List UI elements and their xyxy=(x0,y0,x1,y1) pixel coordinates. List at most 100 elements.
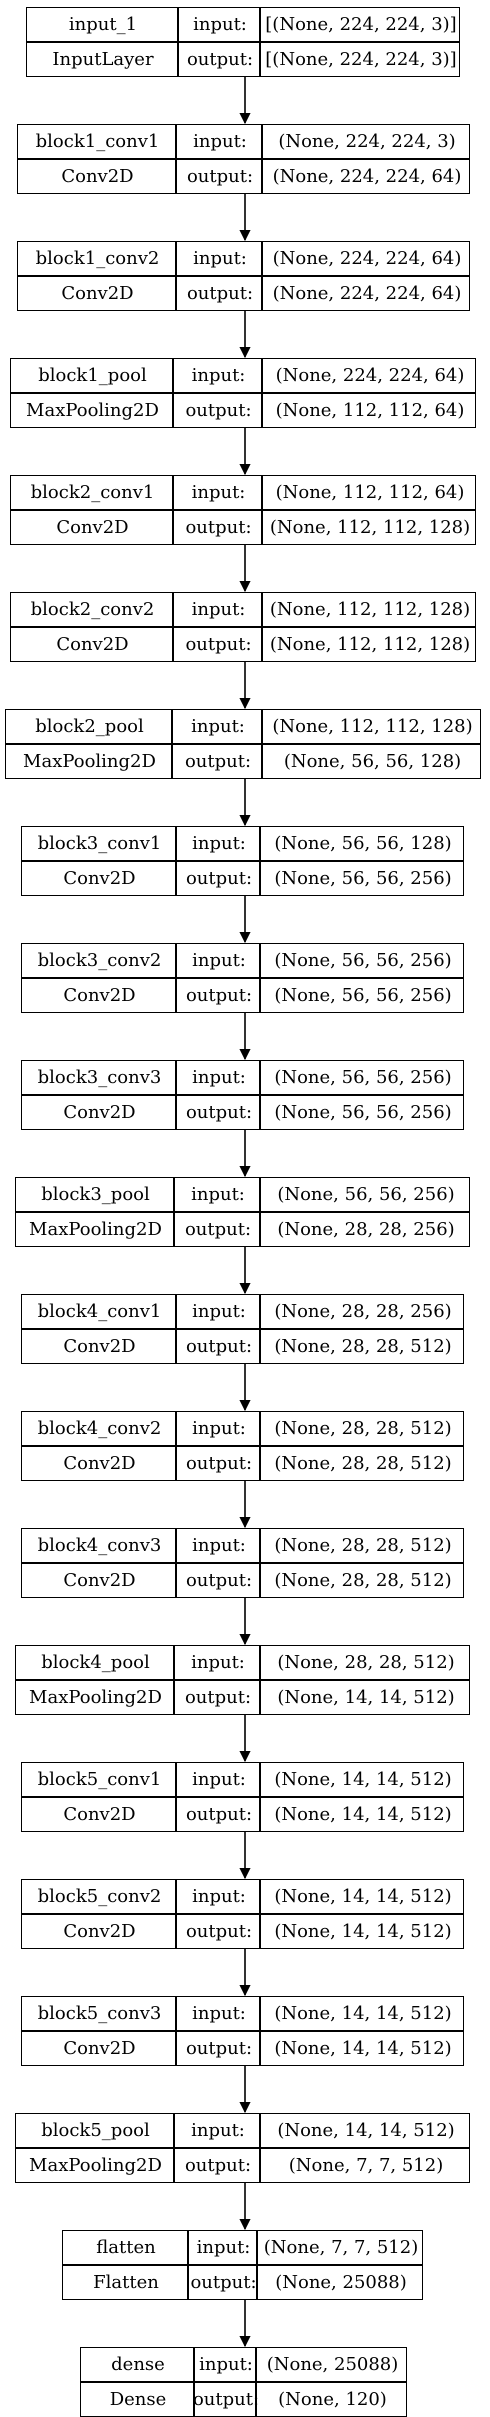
layer-name: block3_conv3 xyxy=(37,1066,162,1088)
input-shape: (None, 28, 28, 512) xyxy=(274,1417,452,1439)
row-divider xyxy=(18,158,469,160)
label-column-divider xyxy=(259,1295,261,1363)
layer-type: MaxPooling2D xyxy=(29,2154,162,2176)
layer-type: Conv2D xyxy=(63,1335,136,1357)
row-divider xyxy=(22,2030,463,2032)
input-shape: (None, 112, 112, 128) xyxy=(272,715,473,737)
label-column-divider xyxy=(261,710,263,778)
layer-name: block1_pool xyxy=(38,364,147,386)
output-label: output: xyxy=(185,984,253,1006)
input-label: input: xyxy=(191,1183,245,1205)
layer-name: block3_conv2 xyxy=(37,949,162,971)
output-label: output: xyxy=(185,1920,253,1942)
input-shape: (None, 14, 14, 512) xyxy=(274,1768,452,1790)
label-column-divider xyxy=(261,359,263,427)
layer-type: Conv2D xyxy=(56,516,129,538)
name-column-divider xyxy=(175,1061,177,1129)
name-column-divider xyxy=(175,242,177,310)
layer-type: MaxPooling2D xyxy=(23,750,156,772)
row-divider xyxy=(16,1679,469,1681)
layer-type: Conv2D xyxy=(63,1452,136,1474)
layer-type: Flatten xyxy=(93,2271,159,2293)
output-label: output: xyxy=(190,2271,257,2293)
output-shape: (None, 224, 224, 64) xyxy=(272,282,462,304)
layer-type: Conv2D xyxy=(63,867,136,889)
label-column-divider xyxy=(261,242,263,310)
label-column-divider xyxy=(256,2231,258,2299)
label-column-divider xyxy=(259,1178,261,1246)
row-divider xyxy=(22,1445,463,1447)
input-label: input: xyxy=(193,13,247,35)
output-shape: [(None, 224, 224, 3)] xyxy=(265,48,457,70)
name-column-divider xyxy=(175,1763,177,1831)
output-label: output: xyxy=(185,633,252,655)
output-shape: (None, 112, 112, 128) xyxy=(269,633,471,655)
input-label: input: xyxy=(192,1885,246,1907)
output-label: output: xyxy=(185,867,253,889)
input-shape: (None, 7, 7, 512) xyxy=(263,2236,419,2258)
label-column-divider xyxy=(259,1646,261,1714)
name-column-divider xyxy=(193,2348,195,2416)
input-label: input: xyxy=(192,1768,246,1790)
input-label: input: xyxy=(191,481,246,503)
input-label: input: xyxy=(193,247,247,269)
row-divider xyxy=(63,2264,422,2266)
layer-type: Conv2D xyxy=(61,282,134,304)
layer-type: Conv2D xyxy=(63,1803,136,1825)
row-divider xyxy=(16,1211,469,1213)
input-shape: (None, 28, 28, 512) xyxy=(277,1651,455,1673)
name-column-divider xyxy=(171,710,173,778)
row-divider xyxy=(11,392,475,394)
name-column-divider xyxy=(187,2231,189,2299)
output-label: output: xyxy=(186,282,254,304)
output-shape: (None, 120) xyxy=(278,2388,387,2410)
layer-name: block4_pool xyxy=(41,1651,150,1673)
label-column-divider xyxy=(259,8,261,76)
name-column-divider xyxy=(175,827,177,895)
output-label: output: xyxy=(184,1686,252,1708)
layer-name: block5_pool xyxy=(41,2119,150,2141)
layer-name: block3_pool xyxy=(41,1183,150,1205)
name-column-divider xyxy=(175,1412,177,1480)
input-shape: (None, 28, 28, 256) xyxy=(274,1300,452,1322)
output-label: output: xyxy=(185,2037,253,2059)
row-divider xyxy=(22,1796,463,1798)
row-divider xyxy=(22,1913,463,1915)
input-label: input: xyxy=(196,2236,251,2258)
row-divider xyxy=(27,41,459,43)
row-divider xyxy=(18,275,469,277)
input-label: input: xyxy=(193,130,247,152)
output-shape: (None, 14, 14, 512) xyxy=(274,1920,452,1942)
input-shape: (None, 25088) xyxy=(266,2353,399,2375)
input-label: input: xyxy=(192,1417,246,1439)
name-column-divider xyxy=(173,1646,175,1714)
input-label: input: xyxy=(199,2353,253,2375)
layer-type: MaxPooling2D xyxy=(29,1218,162,1240)
output-label: output: xyxy=(185,516,252,538)
input-shape: (None, 224, 224, 64) xyxy=(275,364,465,386)
name-column-divider xyxy=(175,1997,177,2065)
output-label: output: xyxy=(185,1101,253,1123)
row-divider xyxy=(11,626,475,628)
output-label: output: xyxy=(185,1569,253,1591)
label-column-divider xyxy=(259,944,261,1012)
layer-type: Conv2D xyxy=(63,1920,136,1942)
input-label: input: xyxy=(192,1534,246,1556)
output-shape: (None, 25088) xyxy=(275,2271,407,2293)
output-shape: (None, 56, 56, 256) xyxy=(274,867,452,889)
input-label: input: xyxy=(192,2002,246,2024)
layer-name: block4_conv2 xyxy=(37,1417,162,1439)
name-column-divider xyxy=(177,8,179,76)
